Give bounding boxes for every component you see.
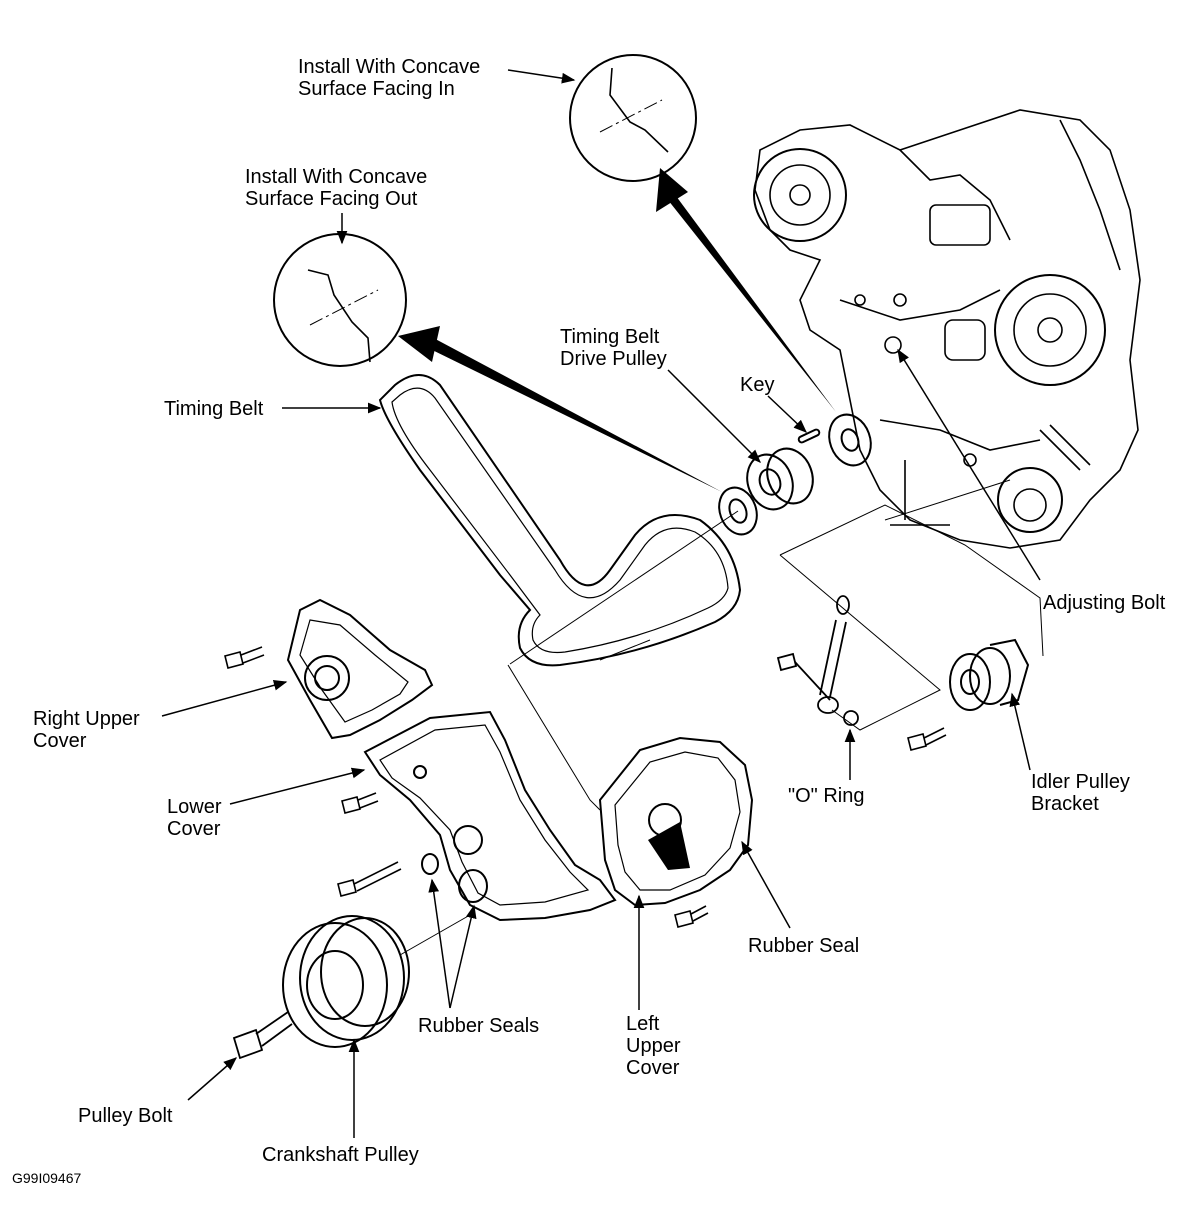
- pulley-bolt-part: [232, 1011, 293, 1060]
- label-lower-cover-line2: Cover: [167, 818, 221, 840]
- seal-part: [718, 486, 758, 536]
- bolt-long: [337, 861, 402, 897]
- label-concave-out-line2: Surface Facing Out: [245, 188, 418, 210]
- crankshaft-pulley-part: [282, 915, 410, 1048]
- assembly-guide-lines: [399, 479, 1044, 956]
- label-idler-line2: Bracket: [1031, 793, 1099, 815]
- label-left-upper-line1: Left: [626, 1013, 660, 1035]
- label-concave-out-line1: Install With Concave: [245, 166, 428, 188]
- bolt-left-upper: [674, 905, 709, 928]
- wedge-arrow-to-concave-out: [398, 326, 722, 492]
- label-key: Key: [740, 374, 775, 396]
- label-concave-in-line1: Install With Concave: [298, 56, 481, 78]
- label-drive-pulley-line1: Timing Belt: [560, 326, 660, 348]
- bolt-idler: [907, 727, 947, 751]
- label-concave-in-line2: Surface Facing In: [298, 78, 455, 100]
- lower-cover-part: [363, 710, 617, 922]
- label-o-ring: "O" Ring: [788, 785, 865, 807]
- figure-code: G99I09467: [12, 1170, 82, 1186]
- label-idler-line1: Idler Pulley: [1031, 771, 1130, 793]
- engine-block: [753, 109, 1141, 549]
- bolt-right-upper: [224, 646, 265, 669]
- bolt-lower-cover: [341, 792, 379, 814]
- key-part: [797, 428, 821, 444]
- label-left-upper-line2: Upper: [626, 1035, 681, 1057]
- label-rubber-seals: Rubber Seals: [418, 1015, 540, 1037]
- right-upper-cover-part: [286, 598, 434, 740]
- callout-arrows: [161, 69, 1041, 1138]
- idler-pulley-bracket-part: [949, 638, 1030, 711]
- label-crankshaft-pulley: Crankshaft Pulley: [262, 1144, 419, 1166]
- label-lower-cover-line1: Lower: [167, 796, 222, 818]
- rubber-seal-small: [421, 853, 488, 903]
- label-right-upper-cover-line1: Right Upper: [33, 708, 140, 730]
- label-right-upper-cover-line2: Cover: [33, 730, 87, 752]
- detail-circle-concave-in: [569, 54, 697, 182]
- detail-circle-concave-out: [273, 233, 407, 367]
- label-adjusting-bolt: Adjusting Bolt: [1043, 592, 1166, 614]
- wedge-arrow-to-concave-in: [656, 168, 836, 412]
- label-timing-belt: Timing Belt: [164, 398, 264, 420]
- left-upper-cover-part: [598, 736, 754, 907]
- label-drive-pulley-line2: Drive Pulley: [560, 348, 667, 370]
- timing-belt: [378, 374, 742, 667]
- label-pulley-bolt: Pulley Bolt: [78, 1105, 173, 1127]
- label-rubber-seal: Rubber Seal: [748, 935, 860, 957]
- label-left-upper-line3: Cover: [626, 1057, 680, 1079]
- adjusting-bolt-assembly: [776, 595, 859, 726]
- oil-seal-part: [828, 413, 872, 467]
